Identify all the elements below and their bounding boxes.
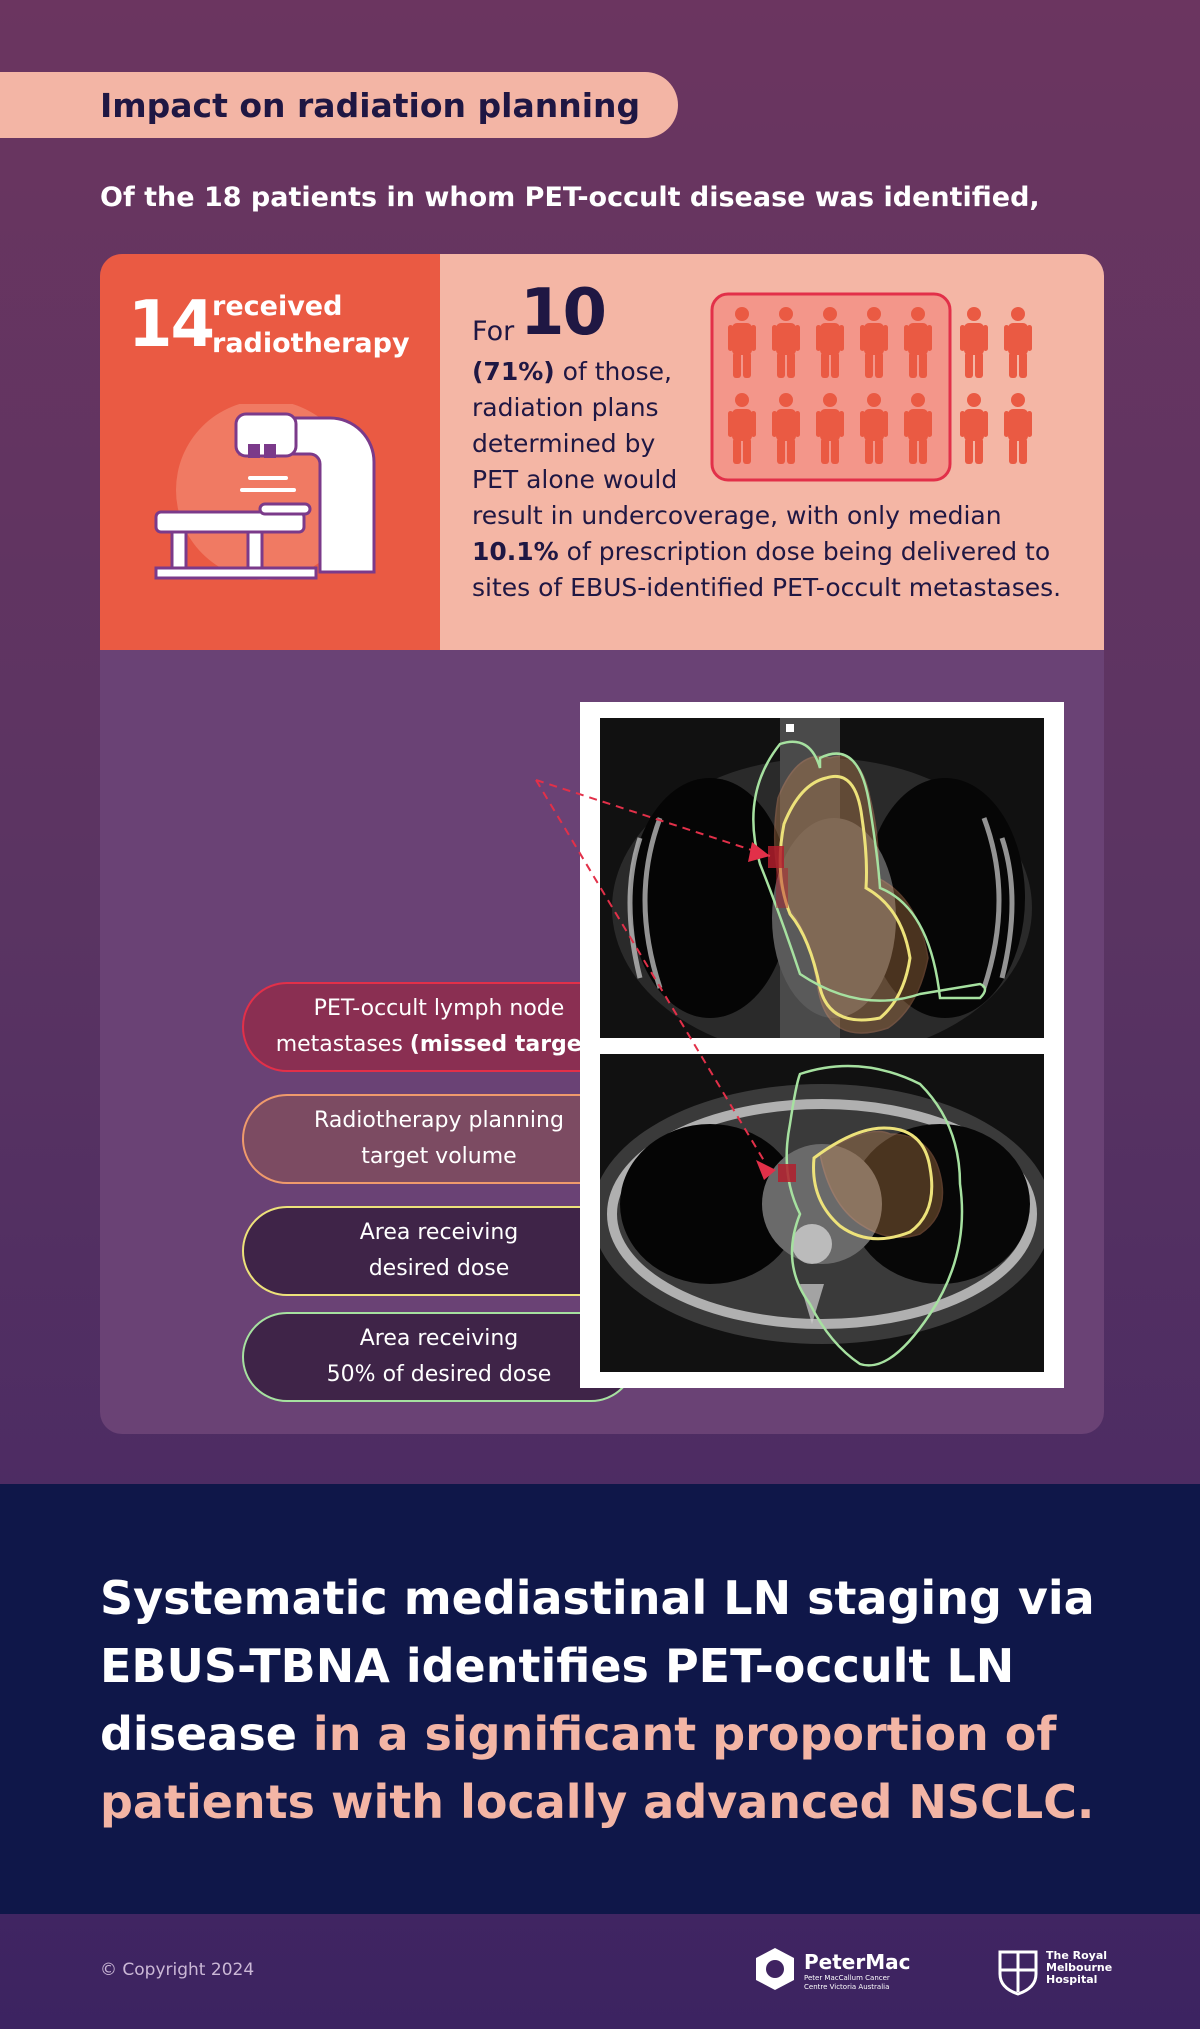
person-icon bbox=[728, 307, 756, 378]
rmh-crest-icon bbox=[998, 1950, 1038, 1996]
median-dose-value: 10.1% bbox=[472, 537, 559, 566]
undercoverage-card: For 10 (71%) of those, radiation plans d… bbox=[440, 254, 1104, 650]
section-title: Impact on radiation planning bbox=[100, 85, 641, 125]
undercoverage-text: (71%) of those, radiation plans determin… bbox=[472, 354, 1092, 606]
copyright-text: © Copyright 2024 bbox=[100, 1960, 255, 1980]
undercoverage-text-2: radiation plans determined by PET alone … bbox=[472, 393, 678, 494]
legend-half-line2: 50% of desired dose bbox=[326, 1362, 552, 1387]
undercoverage-count: 10 bbox=[520, 276, 607, 350]
radiotherapy-count-label: received radiotherapy bbox=[212, 291, 410, 359]
section-title-pill: Impact on radiation planning bbox=[0, 72, 678, 138]
person-icon bbox=[960, 307, 988, 378]
legend-planning-target-volume: Radiotherapy planning target volume bbox=[242, 1094, 636, 1184]
rmh-name: The Royal Melbourne Hospital bbox=[1046, 1949, 1113, 1986]
legend-missed-target: PET-occult lymph node metastases (missed… bbox=[242, 982, 636, 1072]
radiotherapy-count: 14 bbox=[128, 288, 215, 362]
ct-scan-axial-image bbox=[600, 1054, 1044, 1372]
person-icon bbox=[860, 307, 888, 378]
legend-desired-dose: Area receiving desired dose bbox=[242, 1206, 636, 1296]
intro-text: Of the 18 patients in whom PET-occult di… bbox=[100, 182, 1040, 213]
radiotherapy-machine-icon bbox=[154, 404, 376, 580]
conclusion-band bbox=[0, 1484, 1200, 1914]
legend-ptv-line1: Radiotherapy planning bbox=[314, 1108, 564, 1133]
person-icon bbox=[1004, 307, 1032, 378]
legend-ptv-line2: target volume bbox=[361, 1144, 517, 1169]
person-icon bbox=[860, 393, 888, 464]
legend-missed-line1: PET-occult lymph node bbox=[313, 996, 565, 1021]
undercoverage-text-narrow: (71%) of those, radiation plans determin… bbox=[472, 354, 692, 498]
people-grid bbox=[710, 292, 1032, 482]
person-icon bbox=[772, 307, 800, 378]
conclusion-white: Systematic mediastinal LN staging via EB… bbox=[100, 1571, 1095, 1761]
conclusion-text: Systematic mediastinal LN staging via EB… bbox=[100, 1564, 1160, 1836]
legend-missed-line2-bold: (missed target) bbox=[409, 1032, 603, 1057]
conclusion-highlight: in a significant proportion of patients … bbox=[100, 1707, 1095, 1829]
petermac-logo-icon bbox=[756, 1948, 794, 1990]
person-icon bbox=[772, 393, 800, 464]
radiotherapy-card: 14 received radiotherapy bbox=[100, 254, 440, 650]
highlight-group-box bbox=[710, 292, 952, 482]
petermac-name: PeterMac bbox=[804, 1950, 911, 1974]
person-icon bbox=[816, 307, 844, 378]
legend-half-line1: Area receiving bbox=[359, 1326, 519, 1351]
person-icon bbox=[728, 393, 756, 464]
person-icon bbox=[816, 393, 844, 464]
undercoverage-text-4: of prescription dose being delivered to … bbox=[472, 537, 1062, 602]
undercoverage-text-1: of those, bbox=[554, 357, 672, 386]
legend-missed-line2: metastases (missed target) bbox=[276, 1027, 603, 1063]
ct-scan-coronal-image bbox=[600, 718, 1044, 1038]
person-icon bbox=[960, 393, 988, 464]
undercoverage-text-3: result in undercoverage, with only media… bbox=[472, 501, 1002, 530]
legend-desired-line2: desired dose bbox=[368, 1256, 510, 1281]
legend-desired-line1: Area receiving bbox=[359, 1220, 519, 1245]
undercoverage-percent: (71%) bbox=[472, 357, 555, 386]
person-icon bbox=[1004, 393, 1032, 464]
person-icon bbox=[904, 307, 932, 378]
legend-missed-line2-plain: metastases bbox=[275, 1032, 410, 1057]
petermac-subtitle: Peter MacCallum Cancer Centre Victoria A… bbox=[804, 1974, 890, 1991]
legend-half-dose: Area receiving 50% of desired dose bbox=[242, 1312, 636, 1402]
for-label: For bbox=[472, 316, 515, 347]
person-icon bbox=[904, 393, 932, 464]
